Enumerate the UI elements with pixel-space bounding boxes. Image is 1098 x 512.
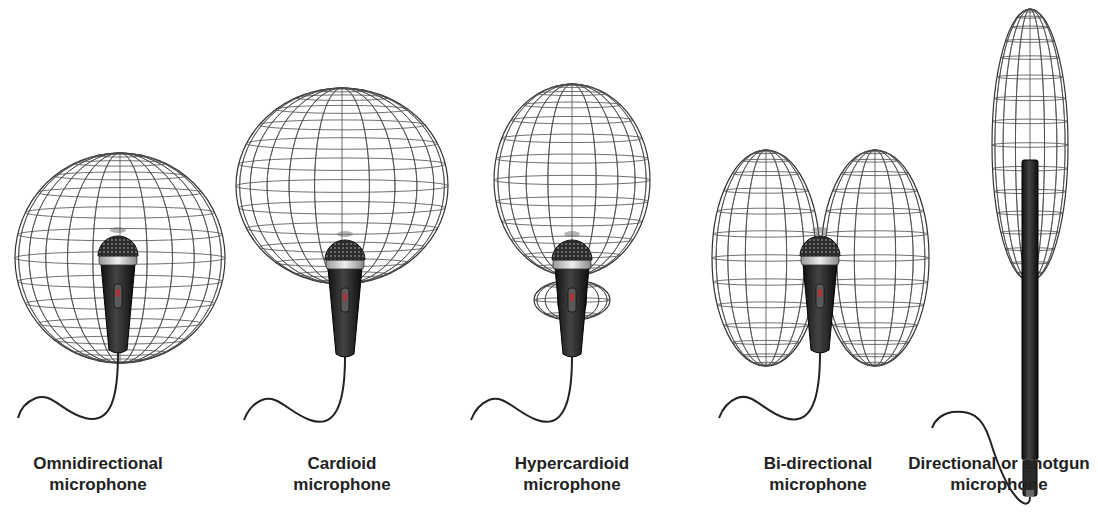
- microphone-label: Cardioid microphone: [262, 453, 422, 496]
- handheld-mic: [800, 227, 840, 353]
- handheld-mic: [98, 227, 138, 353]
- microphone-label: Directional or shotgun microphone: [904, 453, 1094, 496]
- polar-pattern: [15, 153, 225, 363]
- mic-cables: [18, 353, 1030, 504]
- handheld-mic: [552, 231, 592, 357]
- shotgun-mic: [1022, 160, 1038, 496]
- microphone-label: Bi-directional microphone: [738, 453, 898, 496]
- handheld-mic: [325, 231, 365, 357]
- microphone-label: Hypercardioid microphone: [492, 453, 652, 496]
- microphone-label: Omnidirectional microphone: [18, 453, 178, 496]
